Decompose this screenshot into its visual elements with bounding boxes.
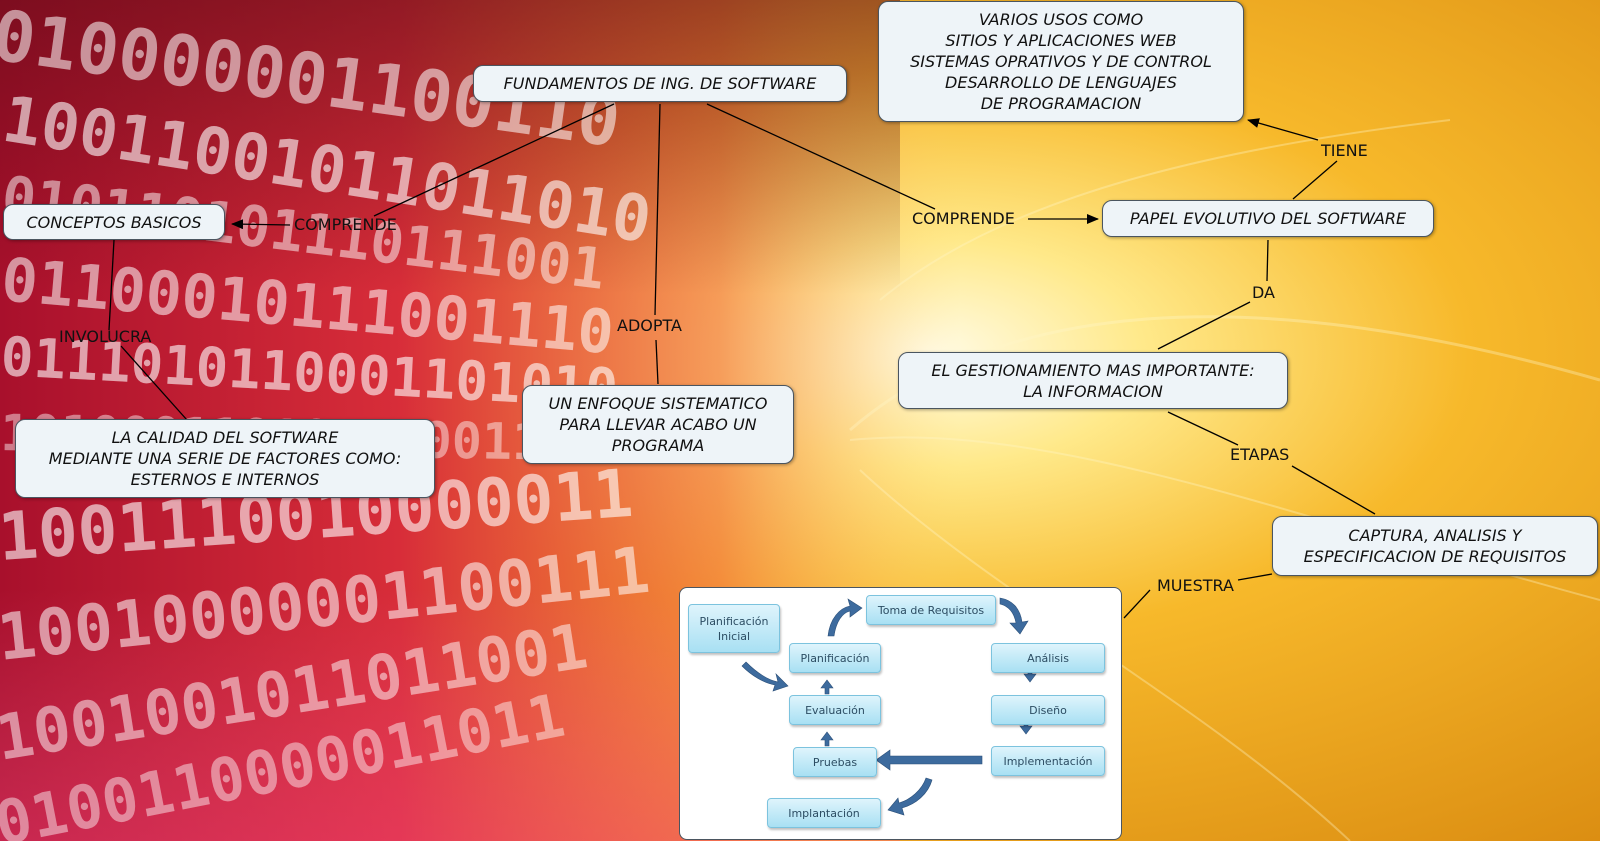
- link-label-etapas: ETAPAS: [1230, 445, 1290, 464]
- arrow-planificacion-to-toma: [827, 598, 863, 637]
- node-captura-requisitos: CAPTURA, ANALISIS Y ESPECIFICACION DE RE…: [1272, 516, 1598, 576]
- cycle-step-pruebas: Pruebas: [793, 747, 877, 777]
- link-label-comprende-right: COMPRENDE: [912, 209, 1015, 228]
- cycle-step-diseno: Diseño: [991, 695, 1105, 725]
- cycle-step-toma-requisitos: Toma de Requisitos: [866, 595, 996, 625]
- node-fundamentos: FUNDAMENTOS DE ING. DE SOFTWARE: [473, 65, 847, 102]
- cycle-step-planificacion-inicial: Planificación Inicial: [688, 604, 780, 653]
- node-enfoque-sistematico: UN ENFOQUE SISTEMATICO PARA LLEVAR ACABO…: [522, 385, 794, 464]
- node-varios-usos: VARIOS USOS COMO SITIOS Y APLICACIONES W…: [878, 1, 1244, 122]
- cycle-step-analisis: Análisis: [991, 643, 1105, 673]
- arrow-implementacion-to-pruebas: [875, 749, 983, 771]
- node-conceptos-basicos: CONCEPTOS BASICOS: [3, 204, 225, 240]
- link-label-comprende-left: COMPRENDE: [294, 215, 397, 234]
- cycle-step-implantacion: Implantación: [767, 798, 881, 828]
- link-label-adopta: ADOPTA: [617, 316, 682, 335]
- arrow-evaluacion-to-planificacion: [820, 679, 834, 695]
- software-life-cycle-diagram: Planificación Inicial Toma de Requisitos…: [679, 587, 1122, 840]
- arrow-inicial-to-planificacion: [741, 661, 789, 692]
- cycle-step-implementacion: Implementación: [991, 746, 1105, 776]
- link-label-muestra: MUESTRA: [1157, 576, 1234, 595]
- arrow-toma-to-analisis: [999, 597, 1029, 635]
- link-label-tiene: TIENE: [1321, 141, 1368, 160]
- node-papel-evolutivo: PAPEL EVOLUTIVO DEL SOFTWARE: [1102, 200, 1434, 237]
- link-label-da: DA: [1252, 283, 1275, 302]
- cycle-step-planificacion: Planificación: [789, 643, 881, 673]
- node-gestionamiento: EL GESTIONAMIENTO MAS IMPORTANTE: LA INF…: [898, 352, 1288, 409]
- arrow-pruebas-to-evaluacion: [820, 731, 834, 747]
- cycle-step-evaluacion: Evaluación: [789, 695, 881, 725]
- link-label-involucra: INVOLUCRA: [59, 327, 152, 346]
- node-calidad-software: LA CALIDAD DEL SOFTWARE MEDIANTE UNA SER…: [15, 419, 435, 498]
- cycle-arrows: [741, 597, 1037, 816]
- arrow-implementacion-to-implantacion: [887, 777, 933, 816]
